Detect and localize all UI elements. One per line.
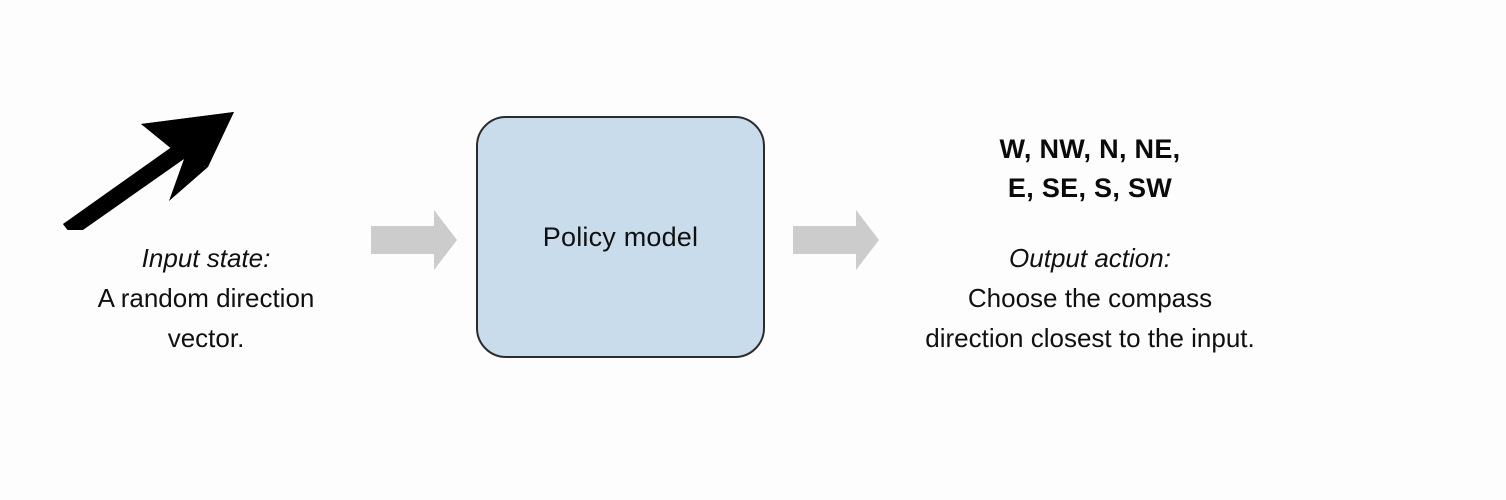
input-state-body-line-2: vector.	[167, 323, 245, 353]
input-state-body-line-1: A random direction	[97, 283, 315, 313]
flow-arrow-icon-2	[793, 210, 879, 270]
input-state-title: Input state:	[141, 243, 271, 273]
action-list-line-2: E, SE, S, SW	[1007, 173, 1173, 203]
direction-vector-arrow-icon	[63, 112, 234, 230]
output-action-block: W, NW, N, NE, E, SE, S, SW Output action…	[860, 130, 1320, 358]
output-action-body-line-1: Choose the compass	[967, 283, 1213, 313]
policy-model-label: Policy model	[542, 221, 699, 252]
policy-model-box[interactable]: Policy model	[476, 116, 765, 358]
output-action-title: Output action:	[1009, 243, 1171, 273]
output-caption: Output action: Choose the compass direct…	[860, 238, 1320, 358]
action-list-line-1: W, NW, N, NE,	[999, 134, 1181, 164]
input-state-block: Input state: A random direction vector.	[46, 105, 366, 358]
flow-arrow-icon-1	[371, 210, 457, 270]
output-action-body-line-2: direction closest to the input.	[925, 323, 1255, 353]
